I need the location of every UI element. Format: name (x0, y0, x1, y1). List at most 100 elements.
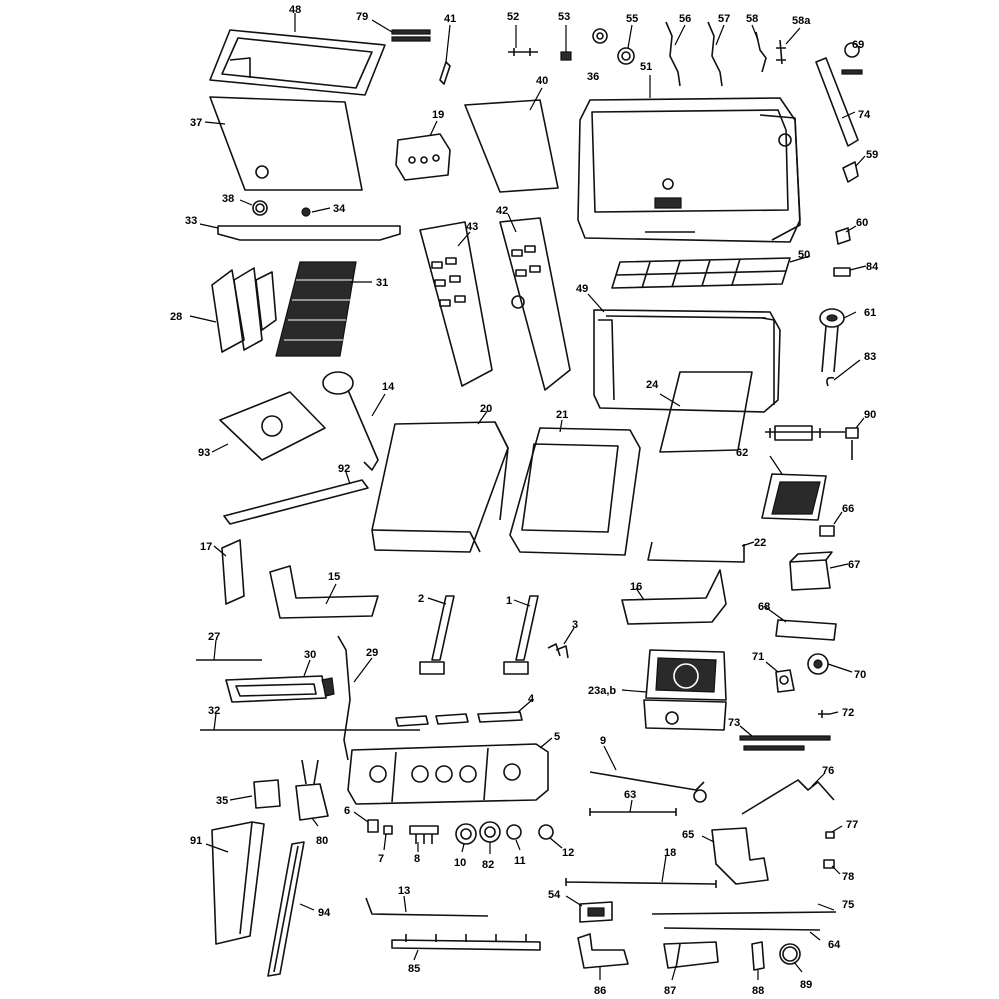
clip-part (547, 627, 575, 659)
cabinet-part (371, 409, 509, 553)
part-number-89: 89 (800, 979, 812, 991)
part-number-80: 80 (316, 835, 328, 847)
part-number-4: 4 (528, 693, 535, 705)
heat-plates-part (189, 267, 277, 353)
valve-part (383, 825, 393, 851)
wire-part (337, 635, 373, 761)
valve-part (765, 661, 795, 693)
part-number-56: 56 (679, 13, 691, 25)
part-number-94: 94 (318, 907, 331, 919)
tray-part (269, 565, 379, 619)
part-number-87: 87 (664, 985, 676, 997)
wire-part (665, 21, 686, 87)
leg-part (205, 821, 265, 945)
part-number-58a: 58a (792, 15, 811, 27)
rod-part (565, 855, 717, 888)
part-number-2: 2 (418, 593, 424, 605)
pin-part (751, 24, 767, 73)
part-number-55: 55 (626, 13, 638, 25)
rod-part (196, 639, 262, 661)
part-number-79: 79 (356, 11, 368, 23)
valve-part (409, 825, 439, 852)
part-number-19: 19 (432, 109, 444, 121)
part-number-90: 90 (864, 409, 876, 421)
part-number-60: 60 (856, 217, 868, 229)
part-number-24: 24 (646, 379, 659, 391)
part-number-83: 83 (864, 351, 876, 363)
part-number-5: 5 (554, 731, 560, 743)
ring-part (239, 199, 268, 216)
part-number-8: 8 (414, 853, 420, 865)
part-number-15: 15 (328, 571, 340, 583)
part-number-84: 84 (866, 261, 879, 273)
part-number-62: 62 (736, 447, 748, 459)
part-number-52: 52 (507, 11, 519, 23)
side-panel-part (419, 221, 493, 387)
part-number-31: 31 (376, 277, 388, 289)
clip-part (835, 225, 857, 245)
part-number-75: 75 (842, 899, 854, 911)
part-number-38: 38 (222, 193, 234, 205)
valve-part (353, 811, 379, 833)
burner-part (819, 308, 857, 373)
lid-part (577, 75, 801, 243)
part-number-68: 68 (758, 601, 770, 613)
part-number-27: 27 (208, 631, 220, 643)
clip-part (823, 859, 841, 875)
part-number-43: 43 (466, 221, 478, 233)
part-number-91: 91 (190, 835, 202, 847)
part-number-58: 58 (746, 13, 758, 25)
part-number-48: 48 (289, 4, 301, 16)
part-number-18: 18 (664, 847, 676, 859)
part-number-78: 78 (842, 871, 854, 883)
tray-part (621, 569, 727, 625)
screw-set-part (371, 19, 431, 42)
crossover-part (365, 895, 489, 917)
bracket-part (701, 827, 769, 885)
part-number-29: 29 (366, 647, 378, 659)
burner-tube-part (419, 595, 455, 675)
grate-part (761, 455, 827, 521)
plate-part (211, 391, 326, 461)
clip-part (842, 155, 866, 183)
part-number-65: 65 (682, 829, 694, 841)
part-number-85: 85 (408, 963, 420, 975)
part-number-6: 6 (344, 805, 350, 817)
knob-part (455, 823, 477, 853)
part-number-20: 20 (480, 403, 492, 415)
cabinet-part (509, 419, 641, 556)
side-panel-part (499, 213, 571, 391)
part-number-74: 74 (858, 109, 871, 121)
bracket-part (439, 24, 451, 85)
part-number-labels: 48 79 41 52 53 55 56 57 58 58a 69 36 51 … (170, 4, 879, 997)
warming-tray-part (209, 13, 386, 96)
part-number-49: 49 (576, 283, 588, 295)
handle-part (815, 57, 859, 147)
part-number-70: 70 (854, 669, 866, 681)
part-number-61: 61 (864, 307, 876, 319)
part-number-93: 93 (198, 447, 210, 459)
part-number-53: 53 (558, 11, 570, 23)
manifold-part (589, 745, 707, 803)
part-number-23ab: 23a,b (588, 685, 616, 697)
part-number-16: 16 (630, 581, 642, 593)
knob-part (479, 821, 501, 854)
rail-part (223, 471, 369, 525)
part-number-63: 63 (624, 789, 636, 801)
part-number-86: 86 (594, 985, 606, 997)
screw-set-part (841, 42, 863, 75)
screw-part (818, 710, 839, 718)
part-number-10: 10 (454, 857, 466, 869)
screw-set-part (739, 725, 831, 751)
part-number-92: 92 (338, 463, 350, 475)
part-number-13: 13 (398, 885, 410, 897)
part-number-22: 22 (754, 537, 766, 549)
panel-part (204, 96, 363, 191)
side-burner-part (621, 649, 727, 731)
part-number-69: 69 (852, 39, 864, 51)
tubes-part (395, 699, 533, 727)
part-number-54: 54 (548, 889, 561, 901)
bracket-part (577, 933, 629, 980)
part-number-82: 82 (482, 859, 494, 871)
part-number-34: 34 (333, 203, 346, 215)
